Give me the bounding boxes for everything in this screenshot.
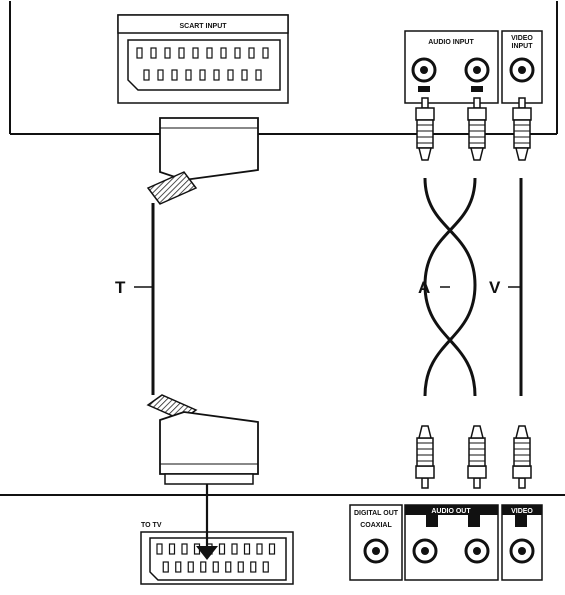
video-input-label-line2: INPUT	[512, 43, 534, 50]
coaxial-jack	[363, 538, 389, 564]
scart-pin	[156, 543, 163, 555]
scart-pin	[220, 47, 227, 59]
scart-pin	[157, 69, 164, 81]
player-audio-out-panel: AUDIO OUT	[404, 504, 499, 581]
scart-pin	[168, 543, 176, 555]
scart-pin	[227, 69, 234, 81]
scart-cable: T	[115, 117, 259, 485]
audio-out-jack-right	[464, 538, 490, 564]
scart-pin	[213, 69, 220, 81]
scart-pin	[150, 47, 157, 59]
scart-pin	[171, 69, 178, 81]
scart-pin	[187, 561, 194, 573]
rca-plug-audio-left-bottom	[415, 425, 435, 489]
scart-plug-top	[146, 117, 259, 205]
to-tv-label: TO TV	[141, 522, 162, 529]
player-digital-out-panel: DIGITAL OUT COAXIAL	[349, 504, 403, 581]
rca-plugs	[415, 97, 532, 489]
player-scart-output-panel: TO TV	[140, 484, 294, 585]
audio-out-jack-left	[412, 538, 438, 564]
scart-pin	[256, 543, 263, 555]
audio-cable: A	[418, 177, 477, 397]
audio-input-jack-left	[411, 57, 437, 92]
scart-pin	[143, 69, 150, 81]
scart-pin	[200, 561, 207, 573]
scart-input-label: SCART INPUT	[179, 23, 227, 30]
scart-pin	[162, 561, 169, 573]
scart-pin	[175, 561, 182, 573]
scart-pin	[164, 47, 171, 59]
scart-pin	[255, 69, 262, 81]
rca-plug-audio-right-top	[467, 97, 487, 161]
video-out-jack	[509, 538, 535, 564]
to-tv-arrow-head	[196, 546, 218, 560]
digital-out-label: DIGITAL OUT	[354, 510, 399, 517]
audio-cable-wire-1	[423, 177, 477, 397]
tv-video-input-panel: VIDEO INPUT	[501, 30, 543, 104]
scart-pin	[234, 47, 241, 59]
rca-plug-audio-right-bottom	[467, 425, 487, 489]
scart-pin	[178, 47, 185, 59]
audio-input-jack-right	[464, 57, 490, 92]
scart-pin	[262, 561, 269, 573]
scart-pin	[241, 69, 248, 81]
scart-pin	[248, 47, 255, 59]
scart-pin	[185, 69, 192, 81]
cable-a-label: A	[418, 278, 430, 297]
audio-cable-wire-2	[423, 177, 477, 397]
tv-unit	[9, 1, 558, 135]
coaxial-label: COAXIAL	[360, 522, 392, 529]
cable-t-label: T	[115, 278, 126, 297]
scart-pin	[250, 561, 257, 573]
scart-pin	[237, 561, 244, 573]
scart-pin	[243, 543, 251, 555]
audio-input-label: AUDIO INPUT	[428, 39, 474, 46]
scart-pin	[262, 47, 269, 59]
player-video-out-panel: VIDEO	[501, 504, 543, 581]
scart-pin	[199, 69, 206, 81]
scart-input-pins	[136, 47, 269, 81]
rca-plug-audio-left-top	[415, 97, 435, 161]
scart-plug-bottom	[146, 394, 259, 485]
scart-pin	[192, 47, 199, 59]
video-out-label: VIDEO	[511, 508, 533, 515]
scart-pin	[231, 543, 238, 555]
video-input-label-line1: VIDEO	[511, 35, 533, 42]
scart-pin	[181, 543, 188, 555]
scart-pin	[136, 47, 143, 59]
cable-v-label: V	[489, 278, 501, 297]
rca-plug-video-bottom	[512, 425, 532, 489]
tv-audio-input-panel: AUDIO INPUT	[404, 30, 499, 104]
scart-pin	[268, 543, 276, 555]
video-cable: V	[489, 178, 523, 396]
scart-pin	[225, 561, 232, 573]
scart-pin	[206, 47, 213, 59]
video-input-jack	[509, 57, 535, 83]
scart-pin	[212, 561, 219, 573]
rca-plug-video-top	[512, 97, 532, 161]
audio-out-label: AUDIO OUT	[431, 508, 471, 515]
tv-scart-input-panel: SCART INPUT	[117, 14, 289, 104]
scart-pin	[218, 543, 226, 555]
